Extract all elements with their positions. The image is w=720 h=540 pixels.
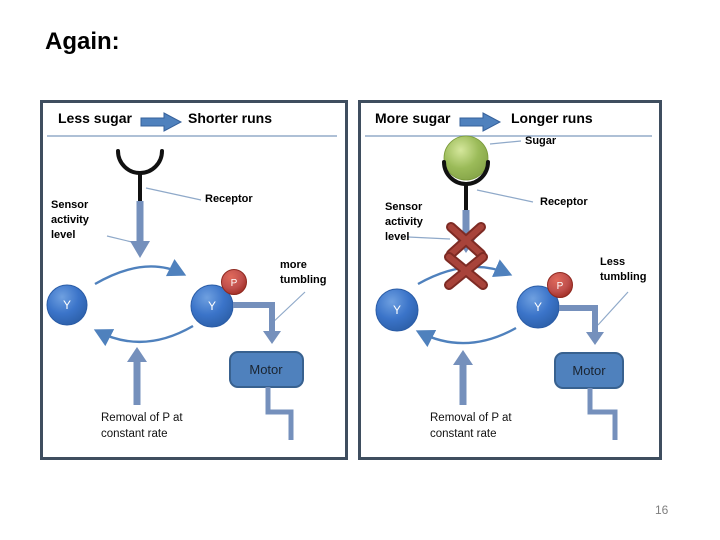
panel-more-sugar: Y Y P Motor More sugar Longer runs Sugar… (358, 100, 662, 460)
tumbling-label: Less tumbling (600, 256, 647, 283)
tumbling-connector-line (597, 291, 629, 326)
removal-label: Removal of P at constant rate (101, 412, 183, 441)
motor-label: Motor (572, 363, 606, 378)
less-sugar-diagram: Y Y P Motor (46, 112, 337, 440)
motor-label: Motor (249, 362, 283, 377)
cycle-bottom-arc (93, 324, 194, 347)
x-mark-upper-icon (446, 222, 486, 259)
sugar-label: Sugar (525, 135, 557, 147)
page-number: 16 (655, 503, 669, 517)
condition-label: Less sugar (58, 110, 132, 126)
yp-protein-label: Y (208, 299, 216, 313)
condition-label: More sugar (375, 110, 451, 126)
receptor-label: Receptor (540, 196, 588, 208)
phosphate-circle (221, 269, 247, 295)
y-protein-label: Y (63, 298, 71, 312)
cycle-top-arc (94, 258, 187, 286)
more-sugar-diagram: Y Y P Motor (365, 112, 652, 440)
flagellum-line (587, 388, 618, 440)
phosphate-circle (547, 272, 573, 298)
sugar-ball (443, 135, 489, 181)
receptor-icon (116, 149, 164, 175)
panel-less-sugar: Y Y P Motor Less sugar Shorter runs Sens… (40, 100, 348, 460)
to-motor-arrowhead (586, 332, 604, 345)
result-label: Shorter runs (188, 110, 273, 126)
y-protein-label: Y (393, 303, 401, 317)
result-label: Longer runs (511, 110, 593, 126)
to-motor-arrowhead (263, 331, 281, 344)
cycle-bottom-arc (415, 326, 517, 348)
receptor-connector-line (145, 187, 202, 201)
slide-title: Again: (45, 28, 120, 55)
to-motor-elbow-arrow (559, 305, 598, 332)
phosphate-label: P (231, 278, 238, 289)
yp-protein-label: Y (534, 300, 542, 314)
y-protein-circle (46, 284, 88, 326)
tumbling-connector-line (269, 291, 306, 326)
x-mark-lower-icon (444, 252, 488, 290)
receptor-label: Receptor (205, 193, 253, 205)
sensor-activity-label: Sensor activity level (51, 199, 89, 241)
header-arrow-icon (459, 112, 502, 132)
header-arrow-icon (140, 112, 183, 132)
flagellum-line (265, 387, 294, 440)
removal-up-arrow-icon (453, 350, 473, 405)
removal-up-arrow-icon (127, 347, 147, 405)
removal-label: Removal of P at constant rate (430, 412, 512, 441)
receptor-connector-line (476, 189, 534, 203)
phosphate-label: P (557, 281, 564, 292)
to-motor-elbow-arrow (233, 302, 275, 331)
sensor-activity-label: Sensor activity level (385, 201, 423, 243)
signal-down-arrow-icon (130, 201, 150, 258)
sugar-connector-line (489, 140, 522, 145)
y-protein-circle (375, 288, 419, 332)
sensor-connector-line (407, 236, 451, 240)
tumbling-label: more tumbling (280, 259, 327, 286)
